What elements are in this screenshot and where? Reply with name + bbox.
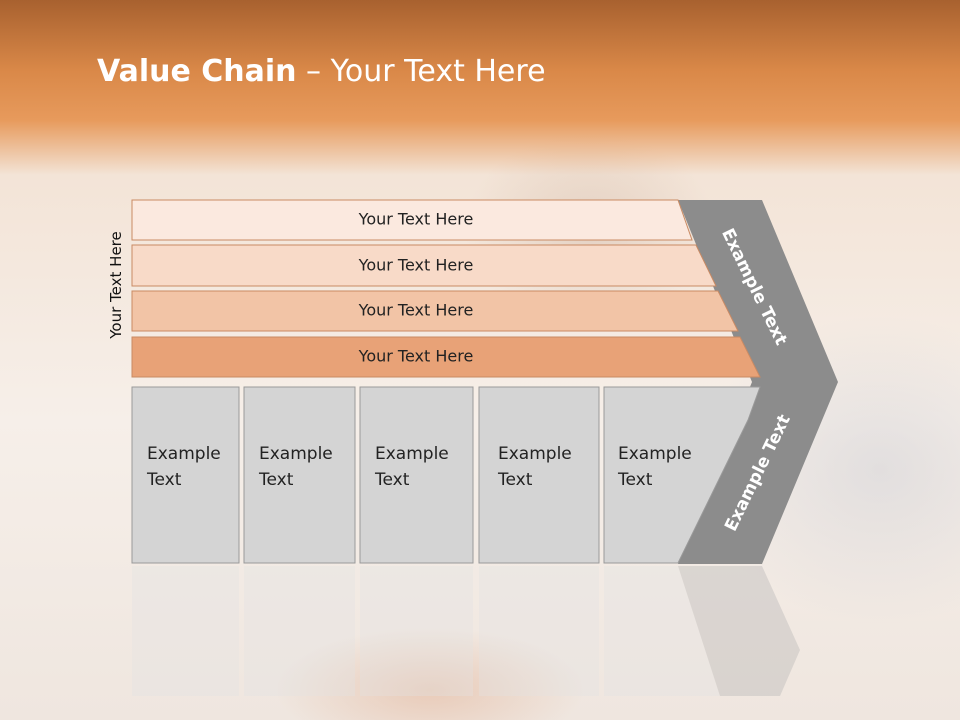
band-4-label: Your Text Here	[358, 347, 474, 366]
band-1-label: Your Text Here	[358, 210, 474, 229]
band-2-label: Your Text Here	[358, 256, 474, 275]
activity-box-4[interactable]	[478, 386, 600, 564]
slide-title: Value Chain – Your Text Here	[97, 54, 546, 89]
diagram-reflection	[132, 566, 800, 696]
activity-box-2-line2: Text	[258, 470, 294, 490]
activity-box-3-line1: Example	[375, 444, 449, 464]
band-2[interactable]	[131, 244, 717, 287]
band-3-label: Your Text Here	[358, 301, 474, 320]
activity-box-1-line2: Text	[146, 470, 182, 490]
activity-box-2[interactable]	[243, 386, 356, 564]
activity-box-4-line2: Text	[497, 470, 533, 490]
activity-box-2-line1: Example	[259, 444, 333, 464]
title-rest: – Your Text Here	[296, 54, 546, 89]
title-bold: Value Chain	[97, 54, 297, 89]
band-1[interactable]	[131, 199, 693, 241]
activity-box-3[interactable]	[359, 386, 474, 564]
band-4[interactable]	[131, 336, 761, 378]
activity-box-5-line1: Example	[618, 444, 692, 464]
activity-box-1[interactable]	[131, 386, 240, 564]
activity-box-5[interactable]	[603, 386, 761, 564]
activity-box-4-line1: Example	[498, 444, 572, 464]
activity-box-1-line1: Example	[147, 444, 221, 464]
activity-box-5-line2: Text	[617, 470, 653, 490]
band-3[interactable]	[131, 290, 739, 332]
activity-box-3-line2: Text	[374, 470, 410, 490]
